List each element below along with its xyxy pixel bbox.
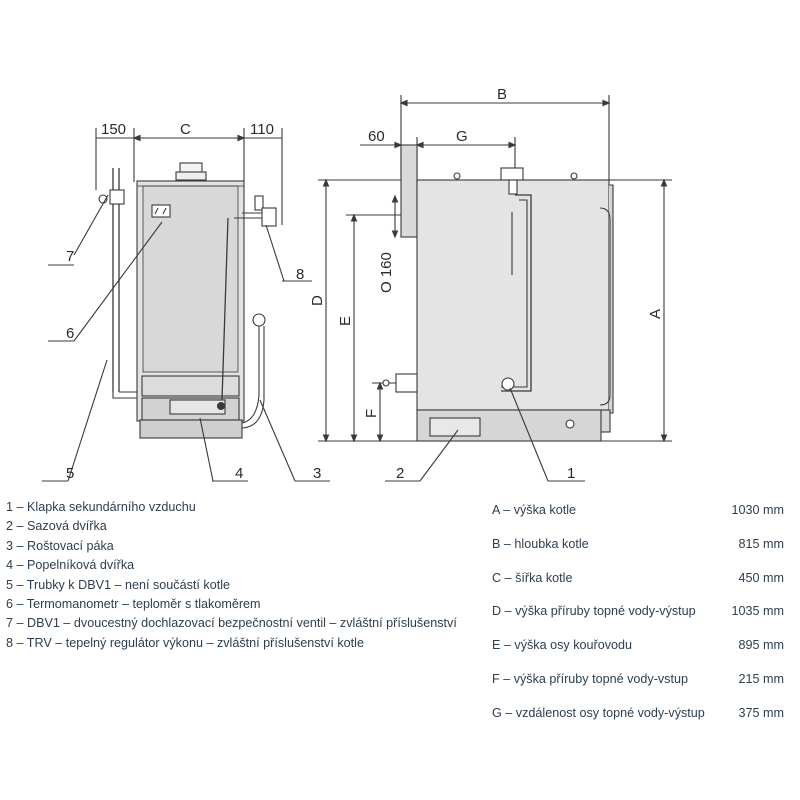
- dim-g: G: [456, 128, 468, 145]
- legend-dim-value: 375 mm: [738, 705, 785, 720]
- legend-dim-label: F – výška příruby topné vody-vstup: [492, 671, 688, 686]
- legend-part: 3 – Roštovací páka: [6, 538, 114, 553]
- legend-part: 7 – DBV1 – dvoucestný dochlazovací bezpe…: [6, 616, 457, 631]
- dim-110: 110: [250, 121, 274, 138]
- callout-1: 1: [567, 465, 575, 482]
- dim-b: B: [497, 86, 507, 103]
- legend-dim-row: G – vzdálenost osy topné vody-výstup 375…: [492, 703, 792, 737]
- legend-dim-label: E – výška osy kouřovodu: [492, 638, 633, 653]
- callout-8: 8: [296, 266, 304, 283]
- legend-dim-value: 1035 mm: [731, 604, 785, 619]
- callout-3: 3: [313, 465, 321, 482]
- dim-150: 150: [101, 121, 126, 138]
- legend-dim-value: 895 mm: [738, 638, 785, 653]
- legend-dim-label: G – vzdálenost osy topné vody-výstup: [492, 705, 705, 720]
- legend-dim-row: B – hloubka kotle 815 mm: [492, 534, 792, 568]
- parts-legend: 1 – Klapka sekundárního vzduchu 2 – Sazo…: [6, 498, 486, 653]
- legend-part: 8 – TRV – tepelný regulátor výkonu – zvl…: [6, 635, 364, 650]
- legend-dim-value: 215 mm: [738, 671, 785, 686]
- dimension-labels: 150 C 110 B 60 G D E F A O 160: [101, 86, 664, 418]
- dim-a: A: [647, 309, 664, 319]
- legend-part: 1 – Klapka sekundárního vzduchu: [6, 500, 196, 514]
- callout-4: 4: [235, 465, 243, 482]
- dim-c: C: [180, 121, 191, 138]
- legend-dim-row: E – výška osy kouřovodu 895 mm: [492, 635, 792, 669]
- callout-numbers: 7 6 8 5 4 3 2 1: [66, 248, 575, 482]
- legend-dim-row: F – výška příruby topné vody-vstup 215 m…: [492, 669, 792, 703]
- technical-drawing: 150 C 110 B 60 G D E F A O 160 7 6 8 5 4…: [42, 86, 672, 482]
- dim-60: 60: [368, 128, 385, 145]
- callout-5: 5: [66, 465, 74, 482]
- dimensions-legend: A – výška kotle 1030 mm B – hloubka kotl…: [492, 500, 792, 737]
- legend-dim-value: 1030 mm: [731, 503, 785, 517]
- dim-e: E: [337, 316, 354, 326]
- legend-part: 5 – Trubky k DBV1 – není součástí kotle: [6, 577, 231, 592]
- legend-part: 4 – Popelníková dvířka: [6, 558, 135, 573]
- legend-dim-row: C – šířka kotle 450 mm: [492, 568, 792, 602]
- legend-dim-value: 815 mm: [738, 536, 785, 551]
- side-view: [318, 95, 672, 482]
- front-view: [42, 128, 330, 482]
- legend-part: 6 – Termomanometr – teploměr s tlakoměre…: [6, 596, 261, 611]
- callout-2: 2: [396, 465, 404, 482]
- legend-dim-value: 450 mm: [738, 570, 785, 585]
- legend-dim-row: A – výška kotle 1030 mm: [492, 500, 792, 534]
- legend-dim-label: B – hloubka kotle: [492, 536, 589, 551]
- callout-7: 7: [66, 248, 74, 265]
- legend-part: 2 – Sazová dvířka: [6, 519, 107, 534]
- legend-dim-row: D – výška příruby topné vody-výstup 1035…: [492, 601, 792, 635]
- legend-dim-label: A – výška kotle: [492, 503, 576, 517]
- legend-dim-label: D – výška příruby topné vody-výstup: [492, 604, 696, 619]
- dim-d: D: [309, 295, 326, 306]
- callout-6: 6: [66, 325, 74, 342]
- dim-o160: O 160: [378, 252, 395, 293]
- dim-f: F: [363, 409, 380, 418]
- legend-dim-label: C – šířka kotle: [492, 570, 573, 585]
